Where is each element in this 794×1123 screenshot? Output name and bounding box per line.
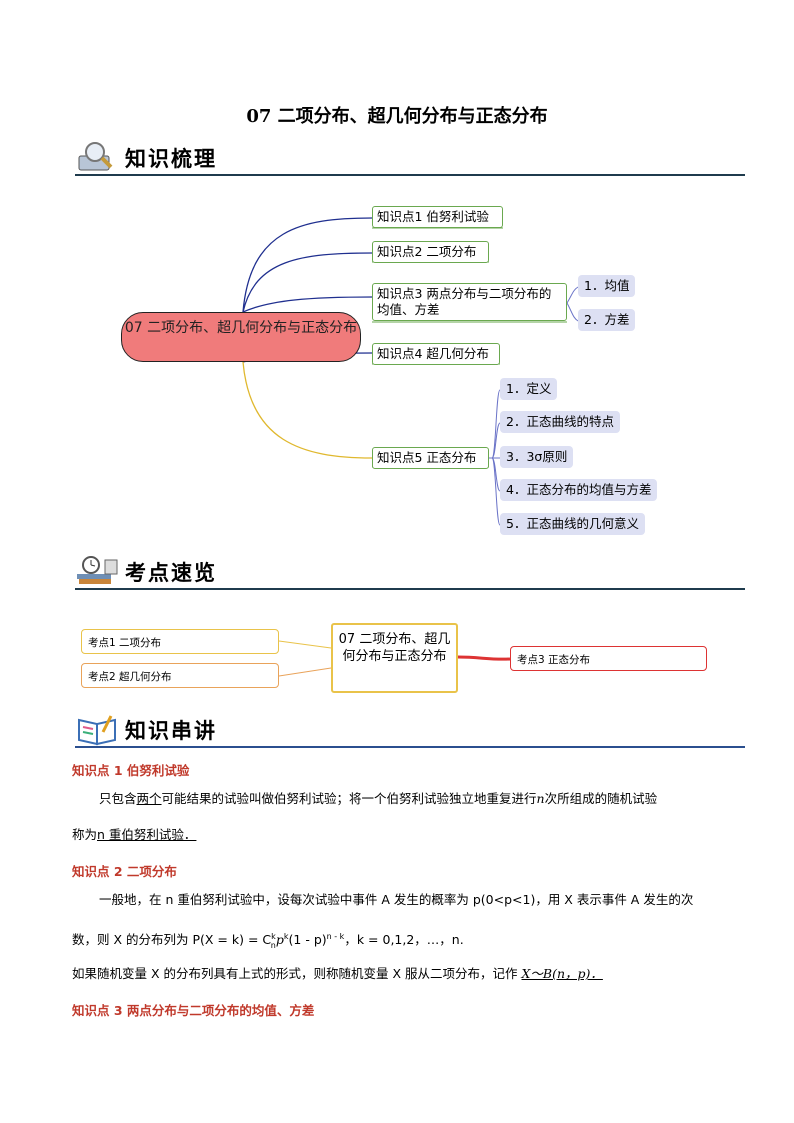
text: 数，则 X 的分布列为 P(X = k) = C: [72, 932, 271, 947]
mindmap-node-kp5: 知识点5 正态分布: [372, 447, 489, 469]
underlined-notation: X～B(n，p)．: [522, 966, 603, 981]
kp2-paragraph-line3: 如果随机变量 X 的分布列具有上式的形式，则称随机变量 X 服从二项分布，记作 …: [72, 965, 732, 983]
clock-books-icon: [75, 554, 121, 588]
kp1-paragraph-line2: 称为n 重伯努利试验．: [72, 826, 196, 844]
underlined-text: n 重伯努利试验．: [97, 827, 196, 842]
kp3-heading: 知识点 3 两点分布与二项分布的均值、方差: [72, 1000, 314, 1019]
kp2-heading: 知识点 2 二项分布: [72, 861, 177, 880]
divider: [75, 746, 745, 748]
underlined-text: 两个: [137, 791, 162, 806]
mindmap-node-kp3: 知识点3 两点分布与二项分布的均值、方差: [372, 283, 567, 321]
text: 如果随机变量 X 的分布列具有上式的形式，则称随机变量 X 服从二项分布，记作: [72, 966, 522, 981]
mindmap-sub-mean-variance: 4．正态分布的均值与方差: [500, 479, 657, 501]
exam-point-2: 考点2 超几何分布: [81, 663, 279, 688]
kp2-paragraph-line1: 一般地，在 n 重伯努利试验中，设每次试验中事件 A 发生的概率为 p(0<p<…: [99, 891, 739, 909]
mindmap-sub-geometric-meaning: 5．正态曲线的几何意义: [500, 513, 645, 535]
superscript-n-minus-k: n - k: [327, 932, 345, 941]
mindmap-sub-3sigma: 3．3σ原则: [500, 446, 573, 468]
kp1-heading: 知识点 1 伯努利试验: [72, 760, 189, 779]
mindmap-sub-variance: 2．方差: [578, 309, 635, 331]
mindmap-node-kp2: 知识点2 二项分布: [372, 241, 489, 263]
variable-n: n: [537, 791, 545, 806]
text: 可能结果的试验叫做伯努利试验；将一个伯努利试验独立地重复进行: [162, 791, 537, 806]
variable-p: p: [276, 932, 284, 947]
exam-point-3: 考点3 正态分布: [510, 646, 707, 671]
exam-map-root: 07 二项分布、超几何分布与正态分布: [331, 623, 458, 693]
divider: [75, 588, 745, 590]
text: 称为: [72, 827, 97, 842]
section-title: 考点速览: [125, 557, 217, 587]
text: 只包含: [99, 791, 137, 806]
mindmap-sub-curve-features: 2．正态曲线的特点: [500, 411, 620, 433]
kp1-paragraph-line1: 只包含两个可能结果的试验叫做伯努利试验；将一个伯努利试验独立地重复进行n次所组成…: [99, 790, 739, 808]
section-knowledge-talk-header: 知识串讲: [75, 712, 745, 746]
mindmap-node-kp4: 知识点4 超几何分布: [372, 343, 500, 365]
exam-point-1: 考点1 二项分布: [81, 629, 279, 654]
section-exam-points-header: 考点速览: [75, 554, 745, 588]
mindmap-root: 07 二项分布、超几何分布与正态分布: [121, 312, 361, 362]
mindmap-node-kp1: 知识点1 伯努利试验: [372, 206, 503, 228]
text: (1 - p): [289, 932, 327, 947]
open-book-icon: [75, 712, 121, 746]
text: ，k = 0,1,2，…，n.: [344, 932, 463, 947]
section-title: 知识串讲: [125, 715, 217, 745]
mindmap-sub-mean: 1．均值: [578, 275, 635, 297]
kp2-paragraph-line2: 数，则 X 的分布列为 P(X = k) = Cknpk(1 - p)n - k…: [72, 928, 732, 955]
mindmap-sub-definition: 1．定义: [500, 378, 557, 400]
text: 次所组成的随机试验: [545, 791, 658, 806]
